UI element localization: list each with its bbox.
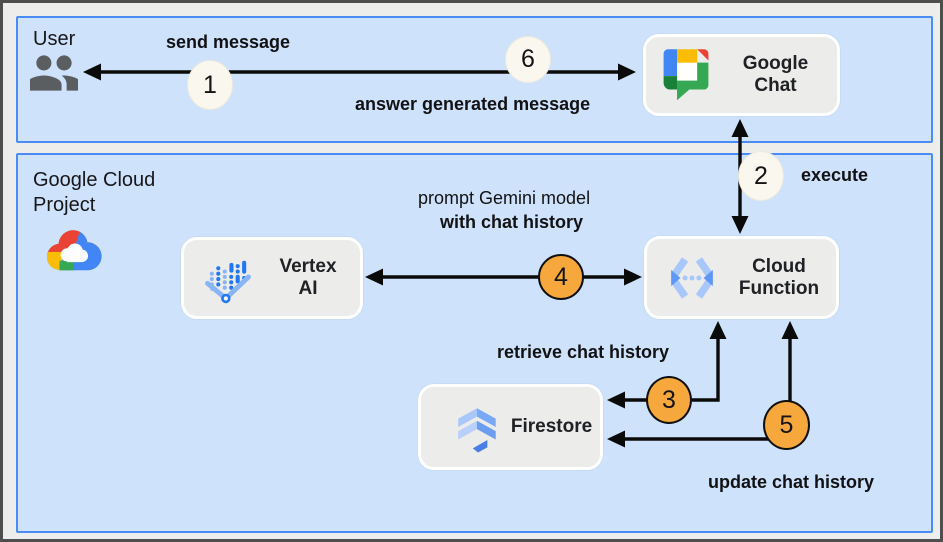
- step-3-badge: 3: [646, 376, 692, 424]
- with-chat-history-label: with chat history: [440, 212, 584, 232]
- user-section-label: User: [33, 28, 76, 50]
- google-cloud-icon: [43, 225, 105, 282]
- firestore-node: Firestore: [418, 384, 603, 470]
- send-message-label: send message: [166, 32, 291, 52]
- update-chat-history-label: update chat history: [708, 472, 875, 492]
- firestore-label: Firestore: [510, 416, 593, 437]
- step-2-badge: 2: [738, 151, 784, 201]
- prompt-gemini-label: prompt Gemini model: [418, 188, 591, 208]
- cloud-function-label: Cloud Function: [738, 255, 820, 299]
- vertex-ai-label: Vertex AI: [279, 256, 337, 299]
- step-4-badge: 4: [538, 254, 584, 300]
- vertex-ai-icon: [200, 250, 256, 306]
- google-chat-node: Google Chat: [643, 34, 840, 116]
- step-6-badge: 6: [505, 36, 551, 83]
- retrieve-chat-history-label: retrieve chat history: [497, 342, 670, 362]
- google-chat-icon: [658, 47, 714, 103]
- vertex-ai-node: Vertex AI: [181, 237, 363, 319]
- execute-label: execute: [801, 165, 869, 185]
- answer-generated-message-label: answer generated message: [355, 94, 591, 114]
- google-cloud-project-label: Google Cloud Project: [33, 169, 156, 216]
- google-chat-label: Google Chat: [742, 53, 809, 96]
- cloud-functions-icon: [662, 248, 722, 308]
- firestore-icon: [453, 399, 503, 455]
- step-5-badge: 5: [763, 400, 810, 450]
- step-1-badge: 1: [187, 60, 233, 110]
- cloud-function-node: Cloud Function: [644, 236, 839, 319]
- users-icon: [26, 54, 82, 97]
